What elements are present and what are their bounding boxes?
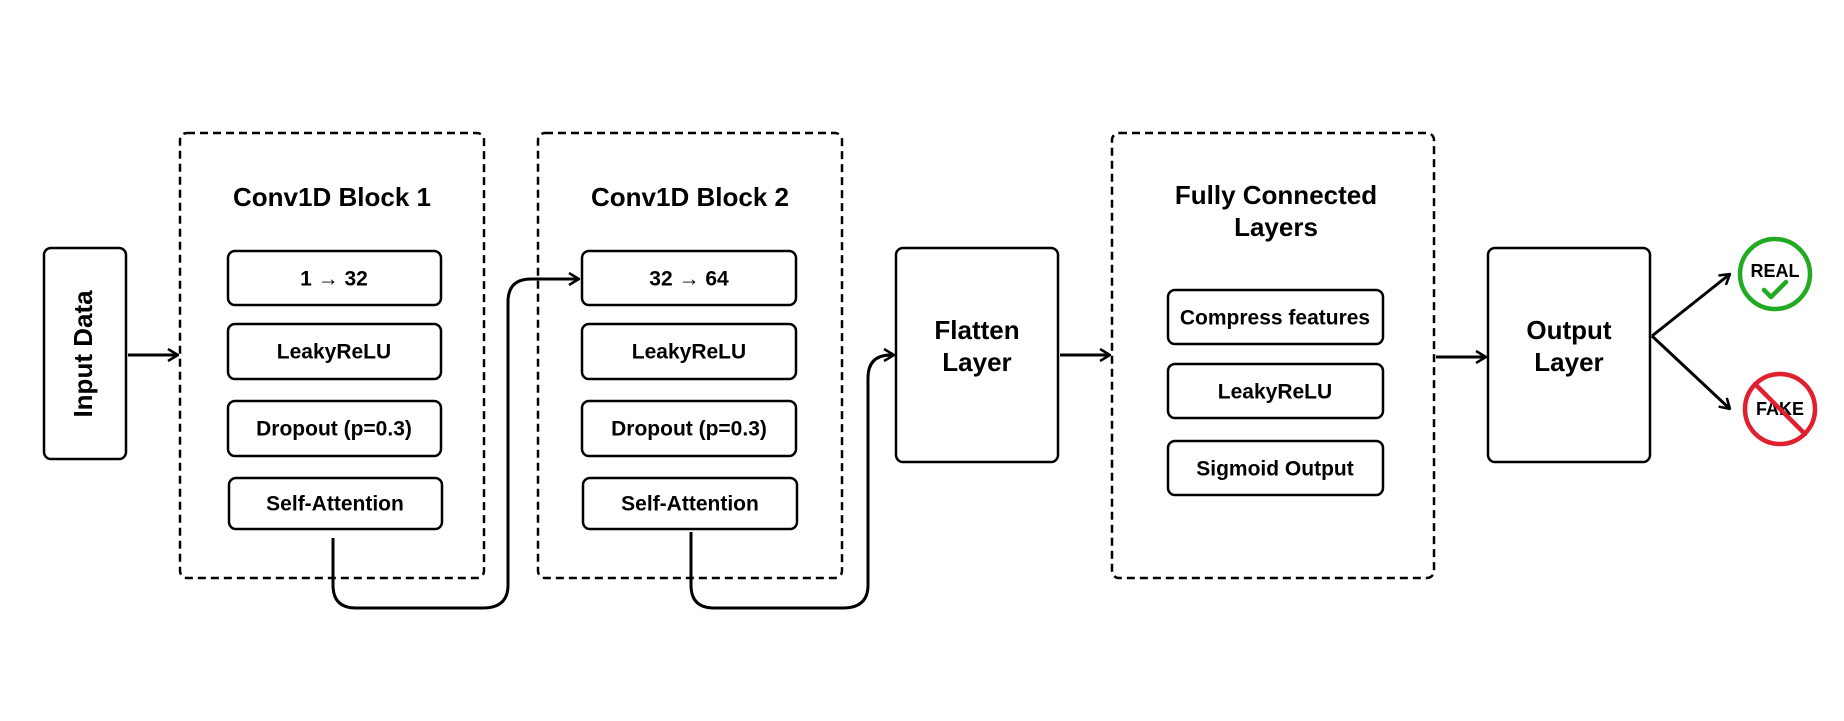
fc-compress-label: Compress features	[1180, 307, 1370, 330]
fc-title-line2: Layers	[1234, 212, 1318, 242]
input-data-node: Input Data	[42, 246, 128, 461]
flatten-layer-node: Flatten Layer	[894, 246, 1060, 464]
connector-block1-to-block2	[331, 279, 579, 610]
conv-block-2-dropout-label: Dropout (p=0.3)	[611, 418, 767, 441]
real-label: REAL	[1751, 261, 1800, 281]
conv-block-1-dropout-label: Dropout (p=0.3)	[256, 418, 412, 441]
conv-block-2-channels: 32 → 64	[580, 249, 798, 307]
conv-block-1-attention-label: Self-Attention	[266, 493, 404, 516]
output-label-line1: Output	[1526, 315, 1612, 345]
prohibited-icon	[1752, 381, 1808, 437]
fc-compress: Compress features	[1166, 288, 1385, 346]
conv-block-2-channels-label: 32 → 64	[649, 268, 729, 291]
arrow-output-to-real	[1651, 274, 1730, 338]
conv-block-1: Conv1D Block 1 1 → 32 LeakyReLU Dropout …	[178, 131, 486, 580]
conv-block-2-attention-label: Self-Attention	[621, 493, 759, 516]
fully-connected-group: Fully Connected Layers Compress features…	[1110, 131, 1436, 580]
conv-block-1-activation: LeakyReLU	[226, 322, 443, 381]
conv-block-2-activation: LeakyReLU	[580, 322, 798, 381]
fake-badge: FAKE	[1742, 371, 1818, 447]
conv-block-1-channels: 1 → 32	[226, 249, 443, 307]
conv-block-2-attention: Self-Attention	[581, 476, 799, 531]
input-data-label: Input Data	[68, 290, 98, 418]
output-layer-node: Output Layer	[1486, 246, 1652, 464]
conv-block-2-activation-label: LeakyReLU	[632, 341, 746, 364]
conv-block-1-activation-label: LeakyReLU	[277, 341, 391, 364]
conv-block-1-dropout: Dropout (p=0.3)	[226, 399, 443, 458]
connector-block2-to-flatten	[689, 355, 894, 610]
arrow-output-to-fake	[1650, 334, 1730, 409]
flatten-label-line1: Flatten	[934, 315, 1019, 345]
fc-activation: LeakyReLU	[1166, 362, 1385, 420]
conv-block-2: Conv1D Block 2 32 → 64 LeakyReLU Dropout…	[536, 131, 844, 580]
fc-sigmoid-label: Sigmoid Output	[1196, 458, 1353, 481]
real-badge: REAL	[1737, 236, 1813, 312]
fc-sigmoid: Sigmoid Output	[1166, 439, 1385, 497]
output-label-line2: Layer	[1534, 347, 1603, 377]
checkmark-icon	[1761, 279, 1789, 300]
flatten-label-line2: Layer	[942, 347, 1011, 377]
fc-title-line1: Fully Connected	[1175, 180, 1377, 210]
conv-block-1-channels-label: 1 → 32	[300, 268, 368, 291]
fc-activation-label: LeakyReLU	[1218, 381, 1332, 404]
conv-block-2-dropout: Dropout (p=0.3)	[580, 399, 798, 458]
conv-block-2-title: Conv1D Block 2	[591, 182, 789, 212]
conv-block-1-title: Conv1D Block 1	[233, 182, 431, 212]
conv-block-1-attention: Self-Attention	[227, 476, 444, 531]
